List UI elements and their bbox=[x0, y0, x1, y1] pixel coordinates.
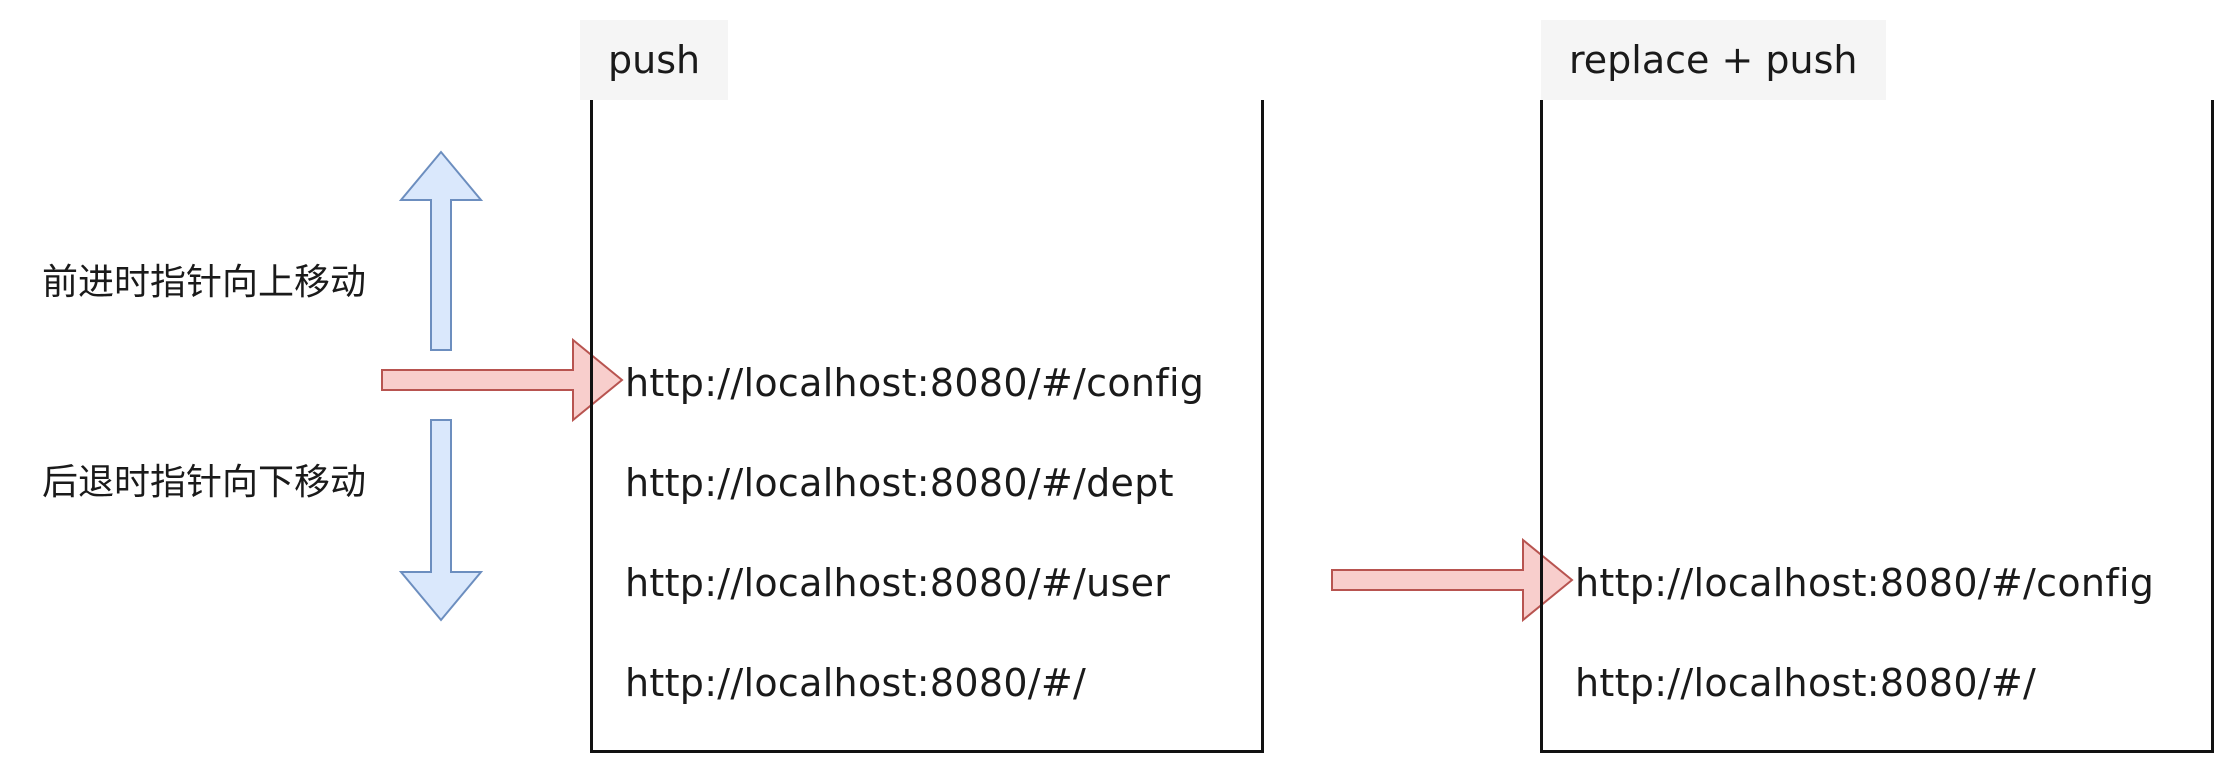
stack-item: http://localhost:8080/#/dept bbox=[625, 461, 1174, 505]
stack-container-push bbox=[590, 100, 1264, 753]
forward-caption: 前进时指针向上移动 bbox=[42, 262, 367, 303]
current-pointer-arrow-right bbox=[1331, 537, 1574, 623]
stack-item: http://localhost:8080/#/config bbox=[625, 361, 1205, 405]
stack-item: http://localhost:8080/#/config bbox=[1575, 561, 2155, 605]
stack-item: http://localhost:8080/#/ bbox=[1575, 661, 2037, 705]
backward-caption: 后退时指针向下移动 bbox=[42, 462, 367, 503]
up-arrow-icon bbox=[398, 150, 484, 351]
stack-title-replace-push: replace + push bbox=[1541, 20, 1886, 100]
stack-item: http://localhost:8080/#/ bbox=[625, 661, 1087, 705]
stack-container-replace-push bbox=[1540, 100, 2214, 753]
stack-item: http://localhost:8080/#/user bbox=[625, 561, 1171, 605]
stack-title-push: push bbox=[580, 20, 729, 100]
current-pointer-arrow-left bbox=[381, 337, 624, 423]
down-arrow-icon bbox=[398, 419, 484, 622]
